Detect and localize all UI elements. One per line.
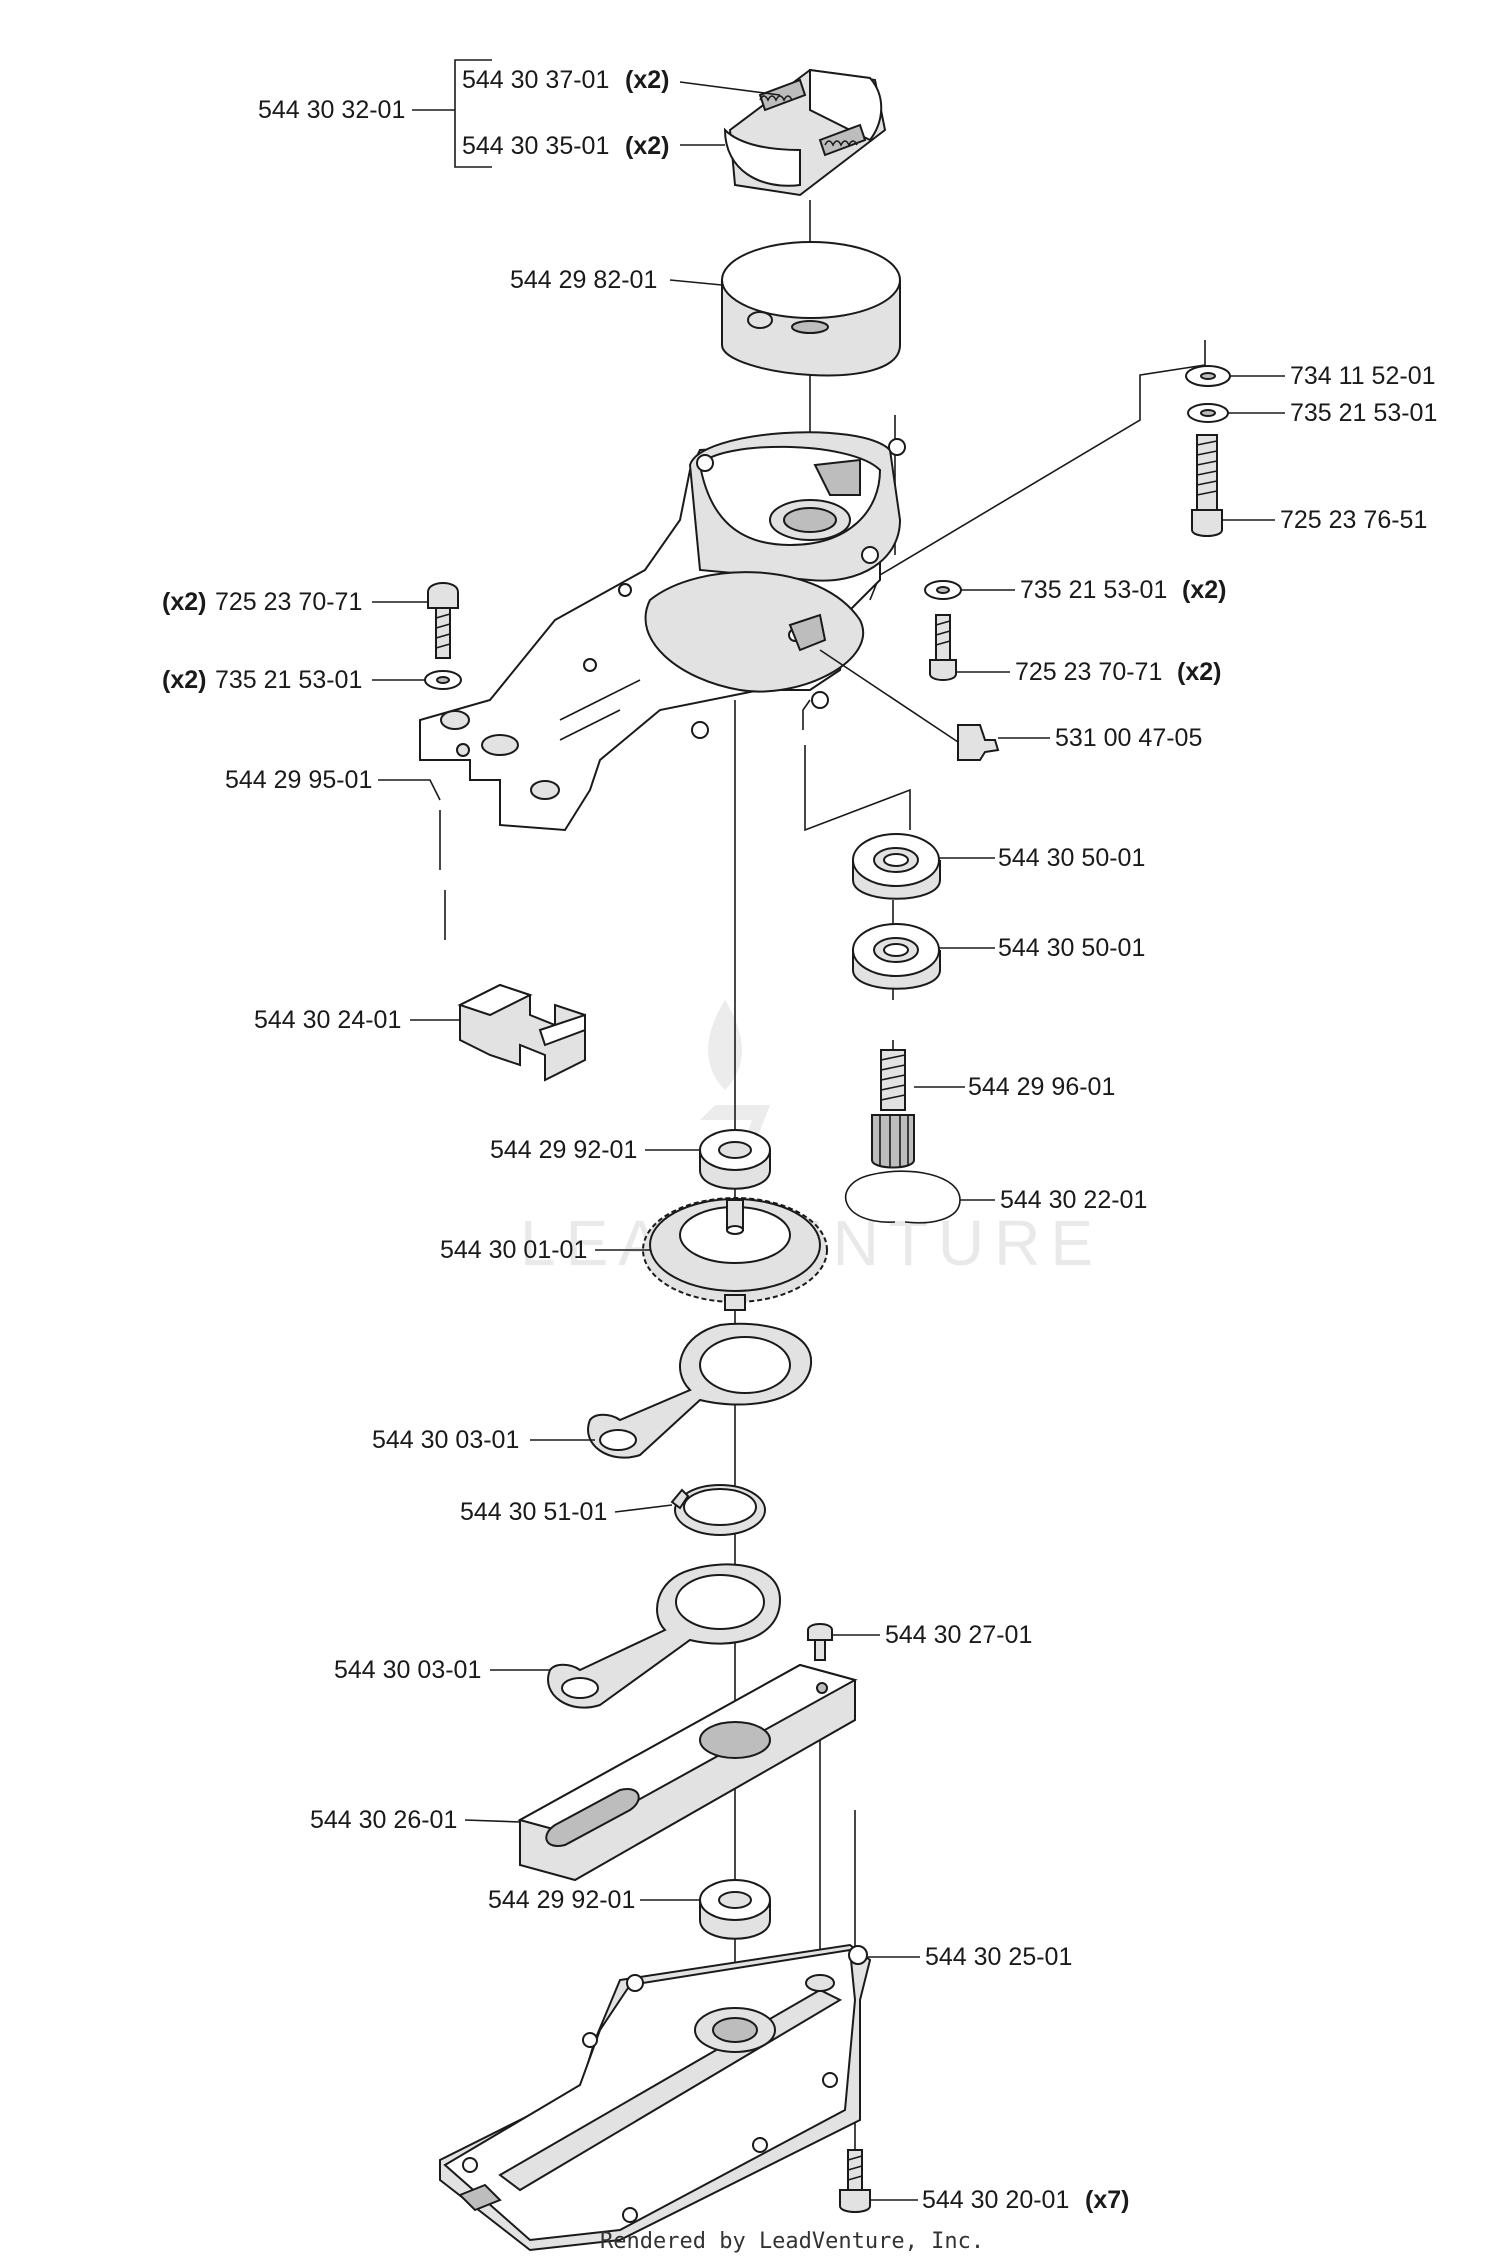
clutch-drum [721,241,901,377]
part-label[interactable]: 735 21 53-01 [215,666,362,694]
part-qty: (x7) [1085,2186,1129,2214]
washer-735-21-53-01-right [924,580,962,600]
part-label[interactable]: 544 30 01-01 [440,1236,587,1264]
part-label[interactable]: 544 30 22-01 [1000,1186,1147,1214]
guide-plate [517,1663,858,1882]
part-qty: (x2) [162,666,206,694]
part-label[interactable]: 735 21 53-01 [1290,399,1437,427]
part-label[interactable]: 544 30 27-01 [885,1621,1032,1649]
grease-nipple-531-00-47-05 [819,649,1000,761]
part-label[interactable]: 544 30 37-01 [462,66,609,94]
part-label[interactable]: 544 29 82-01 [510,266,657,294]
part-qty: (x2) [1177,658,1221,686]
part-label[interactable]: 544 30 03-01 [372,1426,519,1454]
gear-housing [419,431,906,832]
clutch-assembly [723,68,887,197]
screw-544-30-27-01 [807,1623,833,1661]
part-label[interactable]: 544 30 32-01 [258,96,405,124]
part-label[interactable]: 725 23 70-71 [215,588,362,616]
part-label[interactable]: 544 30 50-01 [998,844,1145,872]
part-label[interactable]: 544 29 92-01 [490,1136,637,1164]
part-label[interactable]: 544 30 26-01 [310,1806,457,1834]
part-qty: (x2) [625,132,669,160]
part-label[interactable]: 544 30 25-01 [925,1943,1072,1971]
screw-725-23-70-71-right [929,614,957,681]
screw-544-30-20-01 [839,2149,871,2213]
part-label[interactable]: 734 11 52-01 [1290,362,1436,390]
guide-block [457,983,586,1082]
connecting-rod-lower [547,1563,782,1709]
part-label[interactable]: 735 21 53-01 [1020,576,1167,604]
pinion-shaft [871,1049,915,1169]
part-label[interactable]: 725 23 70-71 [1015,658,1162,686]
washer-735-21-53-01-top [1187,403,1229,423]
washer-735-21-53-01-left [424,670,462,690]
part-qty: (x2) [625,66,669,94]
part-qty: (x2) [162,588,206,616]
bearing-544-29-92-01-upper [699,1129,771,1190]
screw-725-23-70-71-left [427,582,459,659]
part-label[interactable]: 544 30 03-01 [334,1656,481,1684]
part-label[interactable]: 544 29 92-01 [488,1886,635,1914]
part-label[interactable]: 531 00 47-05 [1055,724,1202,752]
connecting-rod-upper [587,1322,813,1459]
part-labels: 544 30 32-01 544 30 37-01 (x2) 544 30 35… [162,66,1437,2214]
bearing-544-30-50-01-lower [852,923,941,990]
part-label[interactable]: 544 30 50-01 [998,934,1145,962]
part-label[interactable]: 544 30 20-01 [922,2186,1069,2214]
washer-734-11-52-01 [1185,365,1231,387]
part-label[interactable]: 544 30 24-01 [254,1006,401,1034]
footer-credit: Rendered by LeadVenture, Inc. [600,2229,984,2254]
part-label[interactable]: 544 30 35-01 [462,132,609,160]
gear-cover [439,1943,872,2252]
main-gear [642,1197,828,1311]
bearing-544-29-92-01-lower [699,1879,771,1940]
part-label[interactable]: 544 29 95-01 [225,766,372,794]
part-qty: (x2) [1182,576,1226,604]
part-label[interactable]: 544 29 96-01 [968,1073,1115,1101]
leader-lines [372,59,1285,2201]
bearing-544-30-50-01-upper [852,833,941,900]
part-label[interactable]: 725 23 76-51 [1280,506,1427,534]
part-label[interactable]: 544 30 51-01 [460,1498,607,1526]
watermark-flame-icon [700,1000,770,1170]
screw-725-23-76-51 [1191,434,1223,537]
circlip-544-30-22-01 [844,1170,961,1224]
snap-ring-544-30-51-01 [670,1484,766,1536]
